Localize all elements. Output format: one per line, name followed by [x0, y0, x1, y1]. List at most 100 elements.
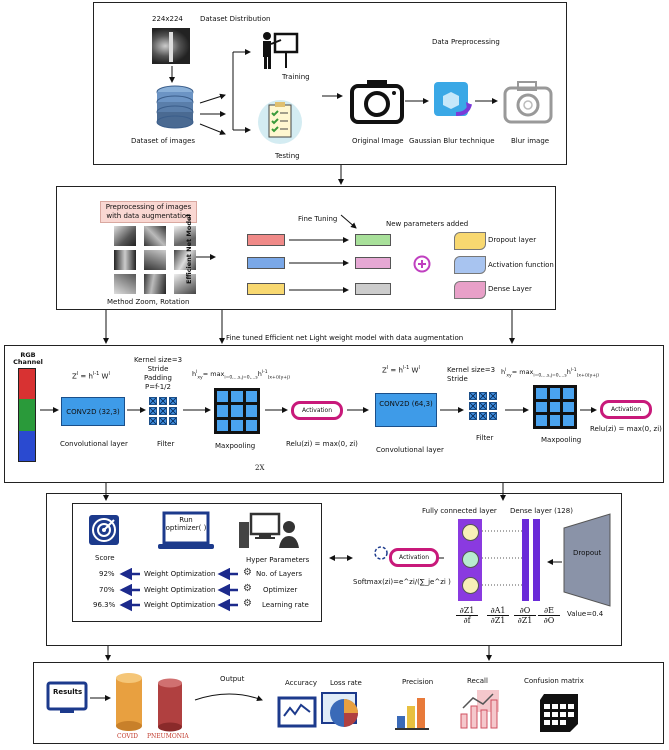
conv1-layer-label: Convolutional layer — [60, 440, 128, 448]
loss-rate-pie-icon — [321, 692, 358, 727]
dense-layer-shape — [454, 281, 486, 299]
filter1-label: Filter — [157, 440, 175, 448]
softmax-formula: Softmax(zi)=e^zi/(∑_je^zi ) — [353, 578, 451, 586]
pneumonia-cylinder — [158, 678, 182, 732]
softmax-activation-node: Activation — [389, 548, 439, 567]
preprocessing-title-line2: with data augmentation — [106, 212, 191, 220]
relu1-formula: Relu(zi) = max(0, zi) — [286, 440, 358, 448]
rgb-channel-stack — [18, 368, 36, 462]
repeat-label: 2X — [255, 464, 265, 472]
covid-cylinder — [116, 673, 142, 731]
augmentation-method-label: Method Zoom, Rotation — [107, 298, 190, 306]
hyper-parameters-label: Hyper Parameters — [246, 556, 310, 564]
gear-icon: ⚙ — [243, 583, 252, 594]
tuned-layer-bottom — [355, 283, 391, 295]
kernel1-padding-formula: P=f-1/2 — [145, 383, 171, 391]
fine-tuning-label: Fine Tuning — [298, 215, 338, 223]
run-label: Run — [179, 516, 193, 524]
kernel2-size: Kernel size=3 — [447, 366, 496, 374]
score-label: Score — [95, 554, 115, 562]
recall-chart-icon — [460, 690, 499, 729]
base-layer-middle — [247, 257, 285, 269]
rgb-line2: Channel — [13, 358, 43, 367]
partial-derivative-4: ∂E∂O — [538, 606, 560, 625]
gear-icon: ⚙ — [243, 567, 252, 578]
covid-label: COVID — [117, 733, 138, 740]
filter2-grid — [469, 392, 497, 420]
database-icon — [156, 85, 194, 129]
optimization-row-3-param: Learning rate — [262, 601, 309, 609]
confusion-matrix-icon — [540, 694, 578, 732]
maxpool2-label: Maxpooling — [541, 436, 582, 444]
maxpool1-grid — [214, 388, 260, 434]
dataset-of-images-label: Dataset of images — [131, 137, 196, 145]
conv2d-64-block: CONV2D (64,3) — [375, 393, 437, 427]
optimization-row-3-score: 96.3% — [93, 601, 116, 609]
preprocessing-title-box: Preprocessing of images with data augmen… — [100, 201, 197, 223]
pneumonia-label: PNEUMONIA — [147, 733, 189, 740]
precision-bar-icon — [395, 698, 429, 730]
blur-filter-icon — [434, 82, 472, 116]
conv2d-32-block: CONV2D (32,3) — [61, 397, 125, 426]
maxpool2-formula: hlxy= maxi=0,...s,j=0,...shl-1(x+i)(y+j) — [501, 368, 600, 379]
fc-dotted-connections — [482, 530, 522, 586]
activation-function-shape — [454, 256, 486, 274]
hyperparameter-users-icon — [239, 512, 299, 548]
dense-column-1 — [522, 519, 529, 601]
optimization-row-1-score: 92% — [99, 570, 115, 578]
rgb-line1: RGB — [20, 351, 36, 359]
optimization-row-2-param: Optimizer — [263, 586, 298, 594]
base-layer-bottom — [247, 283, 285, 295]
rgb-channel-label: RGB Channel — [10, 351, 46, 367]
dense-layer-label: Dense Layer — [488, 285, 532, 293]
maxpool1-label: Maxpooling — [215, 442, 256, 450]
filter1-grid — [149, 397, 177, 425]
partial-derivative-2: ∂A1∂Z1 — [487, 606, 509, 625]
dropout-layer-label: Dropout layer — [488, 236, 537, 244]
dense-column-2 — [533, 519, 540, 601]
gear-icon: ⚙ — [243, 598, 252, 609]
kernel2-stride: Stride — [447, 375, 468, 383]
tuned-layer-top — [355, 234, 391, 246]
testing-label: Testing — [275, 152, 300, 160]
kernel1-stride: Stride — [147, 365, 169, 373]
optimization-row-1-label: Weight Optimization — [144, 570, 216, 578]
dropout-layer-shape — [454, 232, 486, 250]
fine-tuned-model-label: Fine tuned Efficient net Light weight mo… — [226, 334, 464, 342]
maxpool1-formula: hlxy= maxi=0,...s,j=0,...shl-1(x+i)(y+j) — [192, 370, 291, 381]
dataset-distribution-title: Dataset Distribution — [200, 15, 271, 23]
hyperparameter-panel — [72, 503, 322, 622]
accuracy-label: Accuracy — [285, 679, 317, 687]
optimization-row-1-param: No. of Layers — [256, 570, 302, 578]
data-preprocessing-title: Data Preprocessing — [432, 38, 500, 46]
fc-neuron-1 — [462, 524, 479, 541]
maxpool2-grid — [533, 385, 577, 429]
gaussian-blur-label: Gaussian Blur technique — [409, 137, 495, 145]
chest-xray-thumbnail — [152, 28, 190, 64]
conv2-layer-label: Convolutional layer — [376, 446, 444, 454]
image-size-label: 224x224 — [152, 15, 183, 23]
conv1-formula: Zl = hl-1 Wl — [72, 371, 110, 381]
testing-checklist-icon — [258, 100, 302, 144]
kernel1-padding: Padding — [144, 374, 172, 382]
fc-neuron-3 — [462, 577, 479, 594]
activation1-node: Activation — [291, 401, 343, 420]
fc-neuron-2 — [462, 551, 479, 568]
kernel1-params: Kernel size=3 Stride Padding P=f-1/2 — [133, 356, 183, 392]
optimization-row-3-label: Weight Optimization — [144, 601, 216, 609]
conv2-formula: Zl = hl-1 Wl — [382, 365, 420, 375]
score-target-icon — [89, 515, 119, 545]
blur-image-label: Blur image — [511, 137, 550, 145]
activation2-node: Activation — [600, 400, 652, 419]
loss-rate-label: Loss rate — [330, 679, 362, 687]
relu2-formula: Relu(zi) = max(0, zi) — [590, 425, 662, 433]
new-parameters-label: New parameters added — [386, 220, 469, 228]
results-label: Results — [53, 688, 83, 696]
output-label: Output — [220, 675, 245, 683]
plus-circle-icon — [413, 255, 431, 273]
tuned-layer-middle — [355, 257, 391, 269]
filter2-label: Filter — [476, 434, 494, 442]
original-image-label: Original Image — [352, 137, 404, 145]
base-layer-top — [247, 234, 285, 246]
confusion-matrix-label: Confusion matrix — [524, 677, 584, 685]
